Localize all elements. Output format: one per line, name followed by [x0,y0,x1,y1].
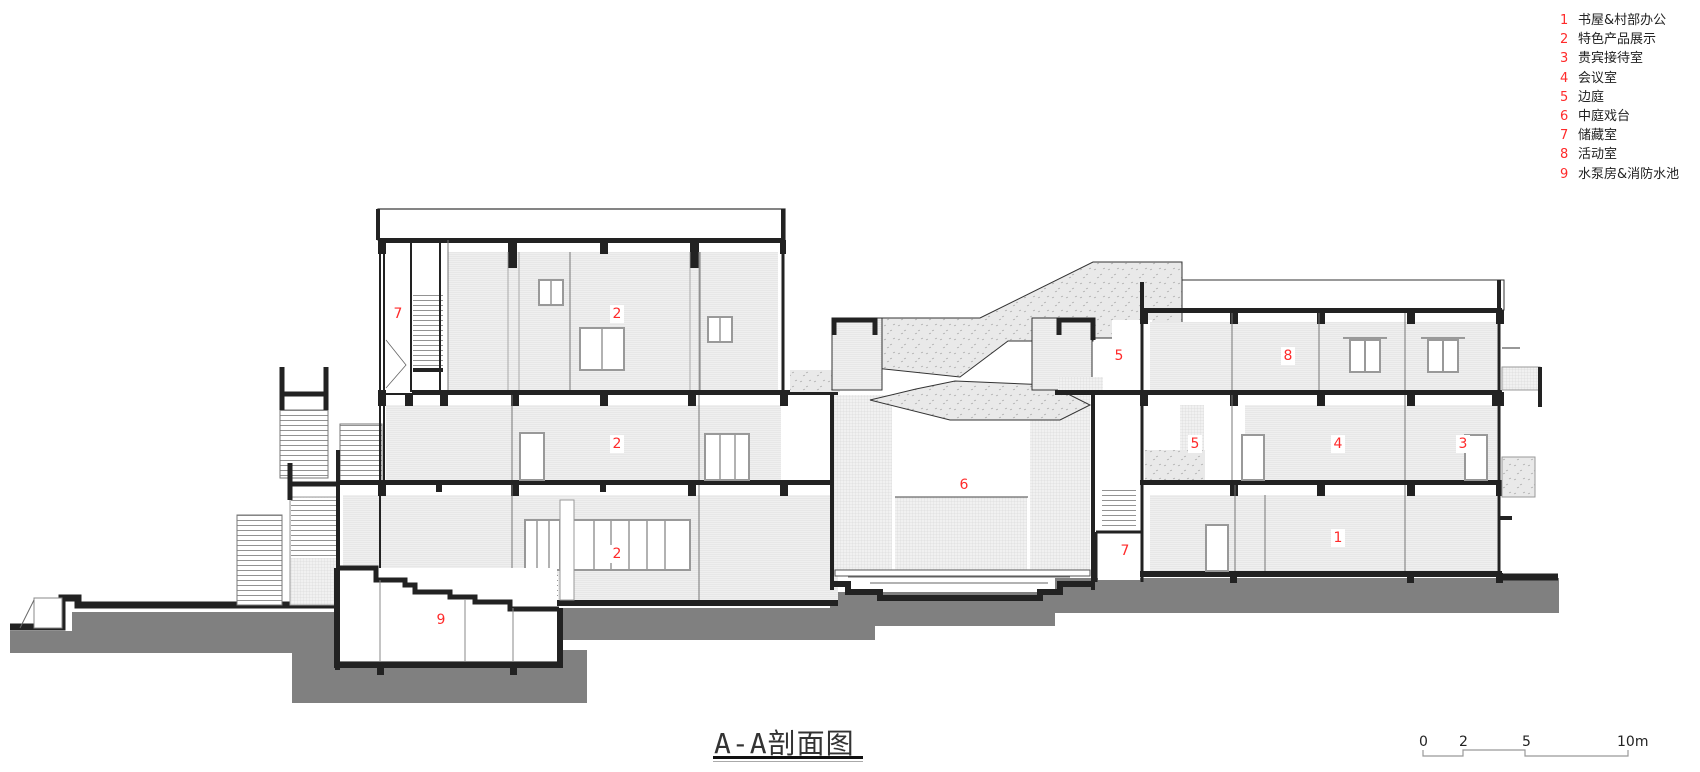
room-label-bg [1112,347,1126,365]
external-stairs-left [236,367,383,606]
room-label: 3 [1459,436,1468,452]
legend-item: 4 会议室 [1560,69,1679,88]
legend-item: 8 活动室 [1560,145,1679,164]
scale-tick-0: 0 [1419,734,1428,750]
room-label-bg [1118,542,1132,560]
title-underline [713,756,863,759]
title-underline-thin [713,761,863,762]
room-label: 2 [613,306,622,322]
scale-tick-5: 5 [1522,734,1531,750]
legend-label: 水泵房&消防水池 [1578,166,1680,182]
room-label-bg [610,305,624,323]
room-label-bg [1188,435,1202,453]
legend-item: 7 储藏室 [1560,126,1679,145]
legend-item: 6 中庭戏台 [1560,107,1679,126]
room-label-bg [1281,347,1295,365]
room-label-bg [957,476,971,494]
legend-item: 1 书屋&村部办公 [1560,11,1679,30]
legend-number: 7 [1560,128,1569,144]
legend-number: 6 [1560,109,1569,125]
legend-number: 9 [1560,166,1569,182]
legend-number: 1 [1560,13,1569,28]
room-label: 9 [437,612,446,628]
scale-bar: 0 2 5 10m [1400,731,1670,771]
room-labels: 7 2 2 2 9 6 5 5 7 8 4 3 1 [391,305,1470,629]
room-label: 4 [1334,436,1343,452]
legend-label: 活动室 [1578,147,1618,163]
legend-number: 8 [1560,147,1569,163]
room-label-bg [610,435,624,453]
scale-tick-2: 2 [1459,734,1468,750]
left-terrace [10,594,337,631]
legend-label: 中庭戏台 [1578,109,1631,125]
room-label-bg [1331,435,1345,453]
earth-fill [10,578,1559,703]
room-legend: 1 书屋&村部办公 2 特色产品展示 3 贵宾接待室 4 会议室 5 边庭 6 中庭戏台 7 储藏室 8 活动… [1560,11,1679,184]
legend-number: 4 [1560,70,1569,86]
scale-bar-lines [1422,749,1629,757]
room-label: 6 [960,477,969,493]
legend-item: 2 特色产品展示 [1560,30,1679,49]
right-building [1055,279,1558,583]
room-label: 2 [613,546,622,562]
room-label: 5 [1115,348,1124,364]
legend-item: 9 水泵房&消防水池 [1560,165,1679,184]
room-label: 8 [1284,348,1293,364]
room-label-bg [1456,435,1470,453]
room-label-bg [1331,529,1345,547]
room-label-bg [610,545,624,563]
legend-label: 会议室 [1578,70,1618,86]
legend-number: 5 [1560,89,1569,105]
legend-label: 特色产品展示 [1578,32,1657,48]
legend-label: 书屋&村部办公 [1578,13,1667,28]
legend-label: 边庭 [1578,89,1605,105]
left-building [334,208,838,675]
legend-number: 2 [1560,32,1569,48]
room-label: 5 [1191,436,1200,452]
legend-item: 3 贵宾接待室 [1560,49,1679,68]
legend-label: 贵宾接待室 [1578,51,1644,67]
room-label-bg [434,611,448,629]
scale-tick-10m: 10m [1617,734,1649,750]
room-label: 7 [394,306,403,322]
room-label: 7 [1121,543,1130,559]
legend-number: 3 [1560,51,1569,67]
room-label-bg [391,305,405,323]
legend-item: 5 边庭 [1560,88,1679,107]
courtyard-stage [790,261,1183,601]
drawing-title: A-A剖面图 [714,727,855,760]
legend-label: 储藏室 [1578,128,1618,144]
room-label: 2 [613,436,622,452]
room-label: 1 [1334,530,1343,546]
